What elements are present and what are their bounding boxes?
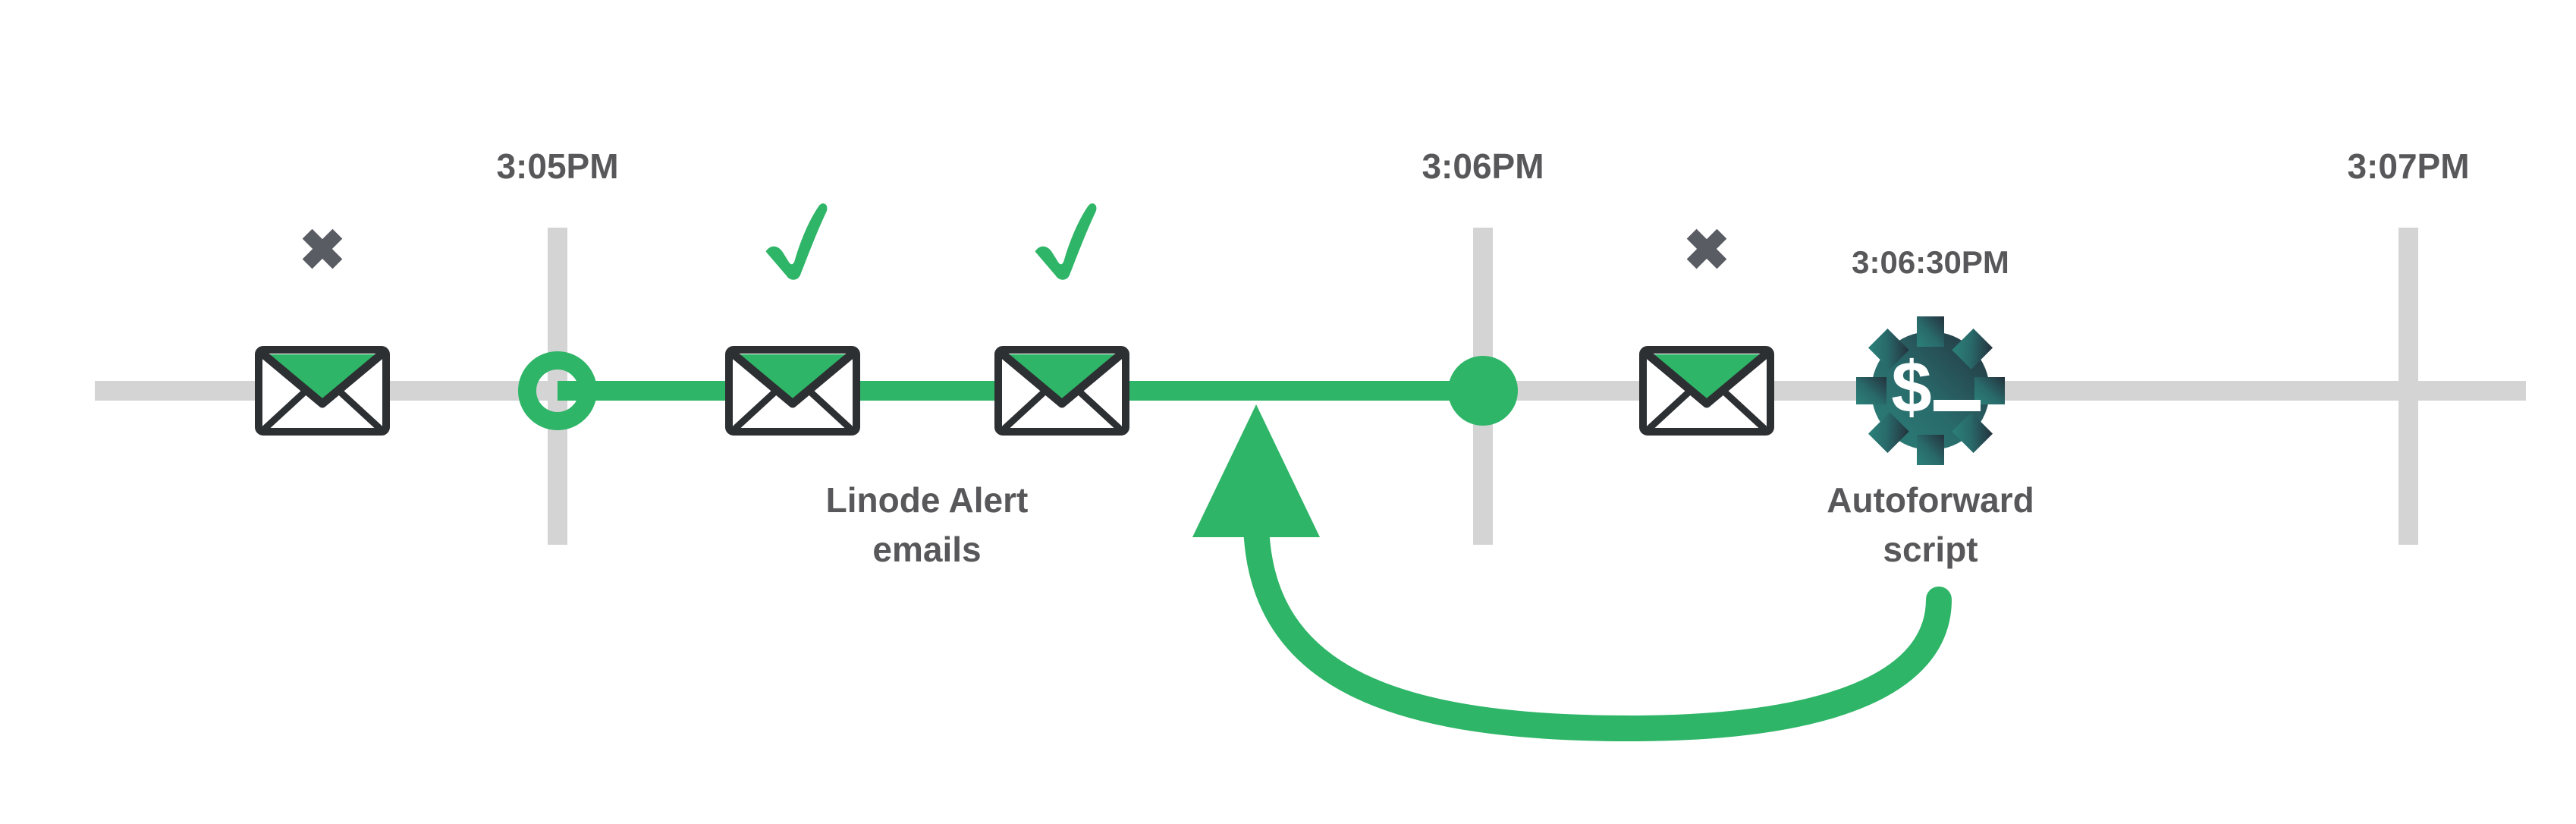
caption-autoforward-script-line2: script	[1883, 530, 1978, 569]
check-mark-icon-1	[765, 203, 828, 280]
time-label-306pm: 3:06PM	[1422, 146, 1544, 186]
x-mark-icon-2: ✖	[1683, 219, 1730, 281]
caption-linode-alert-emails-line2: emails	[872, 530, 981, 569]
ring-marker-305pm[interactable]	[518, 351, 597, 430]
x-mark-icon-1: ✖	[299, 219, 346, 281]
envelope-icon-1[interactable]	[259, 350, 386, 432]
gear-script-group	[1856, 316, 2005, 465]
status-marks: ✖ ✖	[299, 203, 1730, 281]
time-label-305pm: 3:05PM	[496, 146, 618, 186]
time-label-30630pm: 3:06:30PM	[1852, 244, 2009, 280]
check-mark-icon-2	[1035, 203, 1097, 280]
caption-autoforward-script-line1: Autoforward	[1827, 480, 2034, 520]
gear-script-icon[interactable]	[1856, 316, 2005, 465]
feedback-arrow-curve	[1243, 511, 1952, 742]
tick-node-markers	[518, 351, 1518, 430]
dot-marker-306pm[interactable]	[1448, 356, 1518, 426]
time-labels: 3:05PM 3:06PM 3:07PM 3:06:30PM	[496, 146, 2469, 280]
envelope-icon-4[interactable]	[1643, 350, 1770, 432]
envelope-icon-3[interactable]	[998, 350, 1126, 432]
feedback-arrow-head	[1192, 404, 1320, 537]
caption-linode-alert-emails-line1: Linode Alert	[826, 480, 1029, 520]
captions: Linode Alert emails Autoforward script	[826, 480, 2034, 569]
time-label-307pm: 3:07PM	[2347, 146, 2469, 186]
feedback-arrow	[1192, 404, 1952, 742]
envelope-icon-2[interactable]	[729, 350, 856, 432]
tick-bar-307pm	[2399, 228, 2418, 545]
